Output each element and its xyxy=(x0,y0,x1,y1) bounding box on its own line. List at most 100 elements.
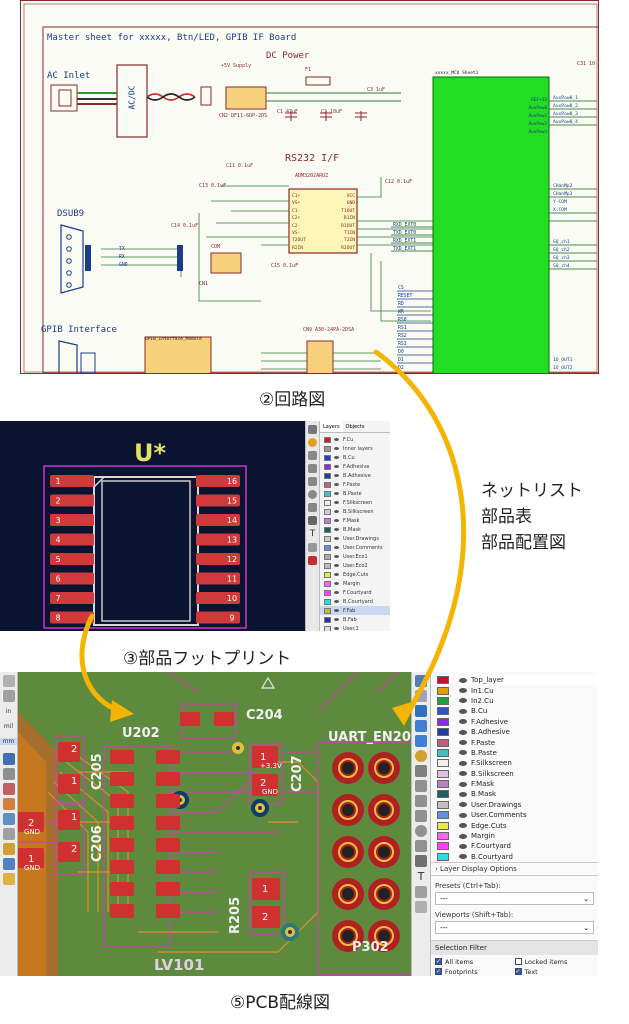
pcb-layer-row[interactable]: Margin xyxy=(431,831,598,841)
selection-filter-item[interactable]: ✓Footprints xyxy=(435,967,515,976)
tool-grid-icon[interactable] xyxy=(308,543,317,552)
smd-pad[interactable] xyxy=(156,882,180,896)
eye-icon[interactable] xyxy=(334,582,339,585)
layer-manager-icon[interactable] xyxy=(2,873,15,885)
layer-color-swatch[interactable] xyxy=(324,589,331,596)
selection-filter-item[interactable]: ✓All items xyxy=(435,957,515,966)
checkbox[interactable]: ✓ xyxy=(435,958,442,965)
layer-color-swatch[interactable] xyxy=(324,526,331,533)
footprint-layer-row[interactable]: User.Eco2 xyxy=(320,561,390,570)
presets-select[interactable]: --- ⌄ xyxy=(435,892,594,905)
footprint-pad[interactable] xyxy=(196,592,240,604)
table-icon[interactable] xyxy=(415,886,427,898)
smd-pad[interactable] xyxy=(156,816,180,830)
footprint-pad[interactable] xyxy=(50,572,94,585)
eye-icon[interactable] xyxy=(334,510,339,513)
eye-icon[interactable] xyxy=(459,843,467,849)
pcb-layer-row[interactable]: B.Mask xyxy=(431,789,598,799)
smd-pad[interactable] xyxy=(252,906,280,928)
layer-color-swatch[interactable] xyxy=(324,616,331,623)
smd-pad[interactable] xyxy=(110,772,134,786)
footprint-layer-row[interactable]: F.Mask xyxy=(320,516,390,525)
checkbox[interactable] xyxy=(514,958,522,965)
eye-icon[interactable] xyxy=(459,854,467,860)
footprint-pad[interactable] xyxy=(50,514,94,526)
smd-pad[interactable] xyxy=(110,882,134,896)
viewports-select[interactable]: --- ⌄ xyxy=(435,921,594,934)
add-via-icon[interactable] xyxy=(415,750,427,762)
pcb-layer-row[interactable]: B.Cu xyxy=(431,706,598,716)
smd-pad[interactable] xyxy=(156,860,180,874)
pcb-layer-row[interactable]: B.Silkscreen xyxy=(431,769,598,779)
layer-color-swatch[interactable] xyxy=(324,562,331,569)
eye-icon[interactable] xyxy=(459,688,467,694)
layer-color-swatch[interactable] xyxy=(437,800,449,809)
layer-color-swatch[interactable] xyxy=(324,535,331,542)
eye-icon[interactable] xyxy=(334,528,339,531)
footprint-layer-row[interactable]: F.Adhesive xyxy=(320,462,390,471)
layer-color-swatch[interactable] xyxy=(437,686,449,695)
selection-filter-item[interactable]: Locked items xyxy=(514,957,595,966)
footprint-pad[interactable] xyxy=(50,592,94,604)
footprint-pad[interactable] xyxy=(196,533,240,546)
pcb-layer-row[interactable]: B.Adhesive xyxy=(431,727,598,737)
tool-line-icon[interactable] xyxy=(308,451,317,460)
eye-icon[interactable] xyxy=(334,537,339,540)
smd-pad[interactable] xyxy=(18,812,44,832)
pcb-layer-row[interactable]: User.Comments xyxy=(431,810,598,820)
pcb-layer-row[interactable]: User.Drawings xyxy=(431,800,598,810)
eye-icon[interactable] xyxy=(459,740,467,746)
smd-pad[interactable] xyxy=(58,742,80,762)
layer-color-swatch[interactable] xyxy=(437,842,449,851)
tool-delete-icon[interactable] xyxy=(308,556,317,565)
eye-icon[interactable] xyxy=(459,760,467,766)
eye-icon[interactable] xyxy=(334,591,339,594)
smd-pad[interactable] xyxy=(18,848,44,868)
eye-icon[interactable] xyxy=(334,456,339,459)
layer-color-swatch[interactable] xyxy=(324,607,331,614)
footprint-layer-row[interactable]: F.Paste xyxy=(320,480,390,489)
layer-color-swatch[interactable] xyxy=(437,738,449,747)
footprint-layer-row[interactable]: F.Cu xyxy=(320,435,390,444)
tool-arc-icon[interactable] xyxy=(308,464,317,473)
eye-icon[interactable] xyxy=(459,698,467,704)
eye-icon[interactable] xyxy=(334,474,339,477)
eye-icon[interactable] xyxy=(334,483,339,486)
eye-icon[interactable] xyxy=(459,750,467,756)
tool-pad-icon[interactable] xyxy=(308,438,317,447)
fill-zone-icon[interactable] xyxy=(415,765,427,777)
grid-icon[interactable] xyxy=(415,901,427,913)
footprint-layer-row[interactable]: B.Mask xyxy=(320,525,390,534)
tool-text-icon[interactable]: T xyxy=(309,529,316,539)
eye-icon[interactable] xyxy=(334,627,339,630)
layer-color-swatch[interactable] xyxy=(437,790,449,799)
footprint-pad[interactable] xyxy=(196,494,240,507)
layer-color-swatch[interactable] xyxy=(324,445,331,452)
pcb-layer-row[interactable]: F.Silkscreen xyxy=(431,758,598,768)
footprint-layer-row[interactable]: Inner layers xyxy=(320,444,390,453)
eye-icon[interactable] xyxy=(334,600,339,603)
pcb-layer-row[interactable]: In2.Cu xyxy=(431,696,598,706)
footprint-layer-row[interactable]: B.Silkscreen xyxy=(320,507,390,516)
units-mm-button[interactable]: mm xyxy=(0,738,17,745)
footprint-layer-row[interactable]: B.Cu xyxy=(320,453,390,462)
layer-color-swatch[interactable] xyxy=(437,676,449,685)
footprint-layer-row[interactable]: Margin xyxy=(320,579,390,588)
eye-icon[interactable] xyxy=(334,438,339,441)
layer-color-swatch[interactable] xyxy=(437,821,449,830)
layer-color-swatch[interactable] xyxy=(324,571,331,578)
footprint-layer-row[interactable]: B.Adhesive xyxy=(320,471,390,480)
layer-color-swatch[interactable] xyxy=(324,472,331,479)
polar-icon[interactable] xyxy=(2,690,15,702)
footprint-pad[interactable] xyxy=(196,572,240,585)
footprint-layer-row[interactable]: User.Comments xyxy=(320,543,390,552)
footprint-layer-row[interactable]: B.Courtyard xyxy=(320,597,390,606)
layer-color-swatch[interactable] xyxy=(324,490,331,497)
selection-filter-item[interactable]: ✓Text xyxy=(514,967,595,976)
eye-icon[interactable] xyxy=(334,501,339,504)
smd-pad[interactable] xyxy=(156,772,180,786)
units-in-button[interactable]: in xyxy=(5,708,12,715)
layer-color-swatch[interactable] xyxy=(324,508,331,515)
ratsnest-icon[interactable] xyxy=(2,783,15,795)
layer-display-options[interactable]: › Layer Display Options xyxy=(431,862,598,876)
